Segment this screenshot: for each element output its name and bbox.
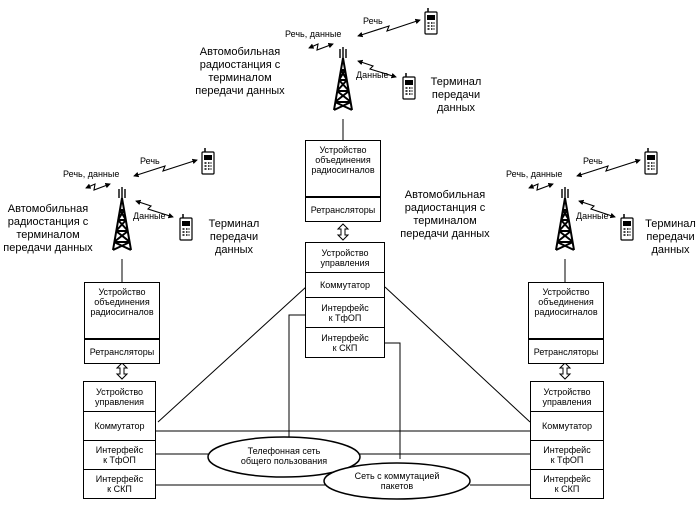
- left-terminal-label: Терминал передачи данных: [208, 218, 260, 256]
- left-repeaters-label: Ретрансляторы: [89, 346, 155, 357]
- center-repeaters-box: Ретрансляторы: [305, 197, 381, 222]
- phone-right-top: [644, 147, 658, 175]
- phone-center-top: [424, 7, 438, 35]
- right-psn-interface-label: Интерфейс к СКП: [531, 469, 603, 498]
- right-terminal-label: Терминал передачи данных: [645, 218, 696, 256]
- left-repeaters-box: Ретрансляторы: [84, 339, 160, 364]
- link-center-left-switch: [157, 286, 307, 423]
- center-combiner-box: Устройство объединения радиосигналов: [305, 140, 381, 197]
- left-control-label: Устройство управления: [94, 386, 145, 407]
- right-control-box: Устройство управления Коммутатор Интерфе…: [530, 381, 604, 499]
- right-control-label: Устройство управления: [542, 386, 592, 407]
- hollow-arrow-left: [116, 362, 128, 380]
- left-data-label: Данные: [133, 211, 166, 221]
- left-pstn-interface-label: Интерфейс к ТфОП: [84, 440, 155, 469]
- left-speech-label: Речь: [140, 156, 160, 166]
- right-switch-label: Коммутатор: [531, 411, 603, 440]
- radio-links: [85, 18, 641, 219]
- center-pstn-interface-label: Интерфейс к ТфОП: [306, 297, 384, 327]
- left-speech-data-label: Речь, данные: [63, 169, 120, 179]
- right-repeaters-box: Ретрансляторы: [528, 339, 604, 364]
- phone-right-terminal: [620, 213, 634, 241]
- left-control-box: Устройство управления Коммутатор Интерфе…: [83, 381, 156, 499]
- center-control-label: Устройство управления: [320, 247, 370, 268]
- psn-label: Сеть с коммутацией пакетов: [354, 471, 440, 491]
- left-combiner-label: Устройство объединения радиосигналов: [90, 287, 154, 317]
- right-pstn-interface-label: Интерфейс к ТфОП: [531, 440, 603, 469]
- center-psn-interface-label: Интерфейс к СКП: [306, 327, 384, 357]
- right-combiner-label: Устройство объединения радиосигналов: [534, 287, 598, 317]
- center-combiner-label: Устройство объединения радиосигналов: [311, 145, 375, 175]
- psn-ellipse: [323, 462, 471, 500]
- center-vehicle-station-label: Автомобильная радиостанция с терминалом …: [195, 46, 285, 97]
- pstn-ellipse: [207, 436, 361, 478]
- right-repeaters-label: Ретрансляторы: [533, 346, 599, 357]
- right-speech-data-label: Речь, данные: [506, 169, 563, 179]
- left-switch-label: Коммутатор: [84, 411, 155, 440]
- phone-center-terminal: [402, 72, 416, 100]
- center-data-label: Данные: [356, 70, 389, 80]
- center-repeaters-label: Ретрансляторы: [310, 204, 376, 215]
- right-combiner-box: Устройство объединения радиосигналов: [528, 282, 604, 339]
- tower-center: [333, 46, 353, 111]
- center-terminal-label: Терминал передачи данных: [430, 76, 482, 114]
- tower-right: [555, 186, 575, 251]
- phone-left-terminal: [179, 213, 193, 241]
- right-vehicle-station-label: Автомобильная радиостанция с терминалом …: [400, 189, 490, 240]
- center-speech-label: Речь: [363, 16, 383, 26]
- center-speech-data-label: Речь, данные: [285, 29, 342, 39]
- left-vehicle-station-label: Автомобильная радиостанция с терминалом …: [3, 203, 93, 254]
- center-switch-label: Коммутатор: [306, 272, 384, 297]
- hollow-arrow-right: [559, 362, 571, 380]
- center-control-box: Устройство управления Коммутатор Интерфе…: [305, 242, 385, 358]
- right-data-label: Данные: [576, 211, 609, 221]
- left-psn-interface-label: Интерфейс к СКП: [84, 469, 155, 498]
- tower-left: [112, 186, 132, 251]
- right-speech-label: Речь: [583, 156, 603, 166]
- phone-left-top: [201, 147, 215, 175]
- pstn-label: Телефонная сеть общего пользования: [240, 446, 328, 466]
- hollow-arrow-center: [337, 223, 349, 241]
- left-combiner-box: Устройство объединения радиосигналов: [84, 282, 160, 339]
